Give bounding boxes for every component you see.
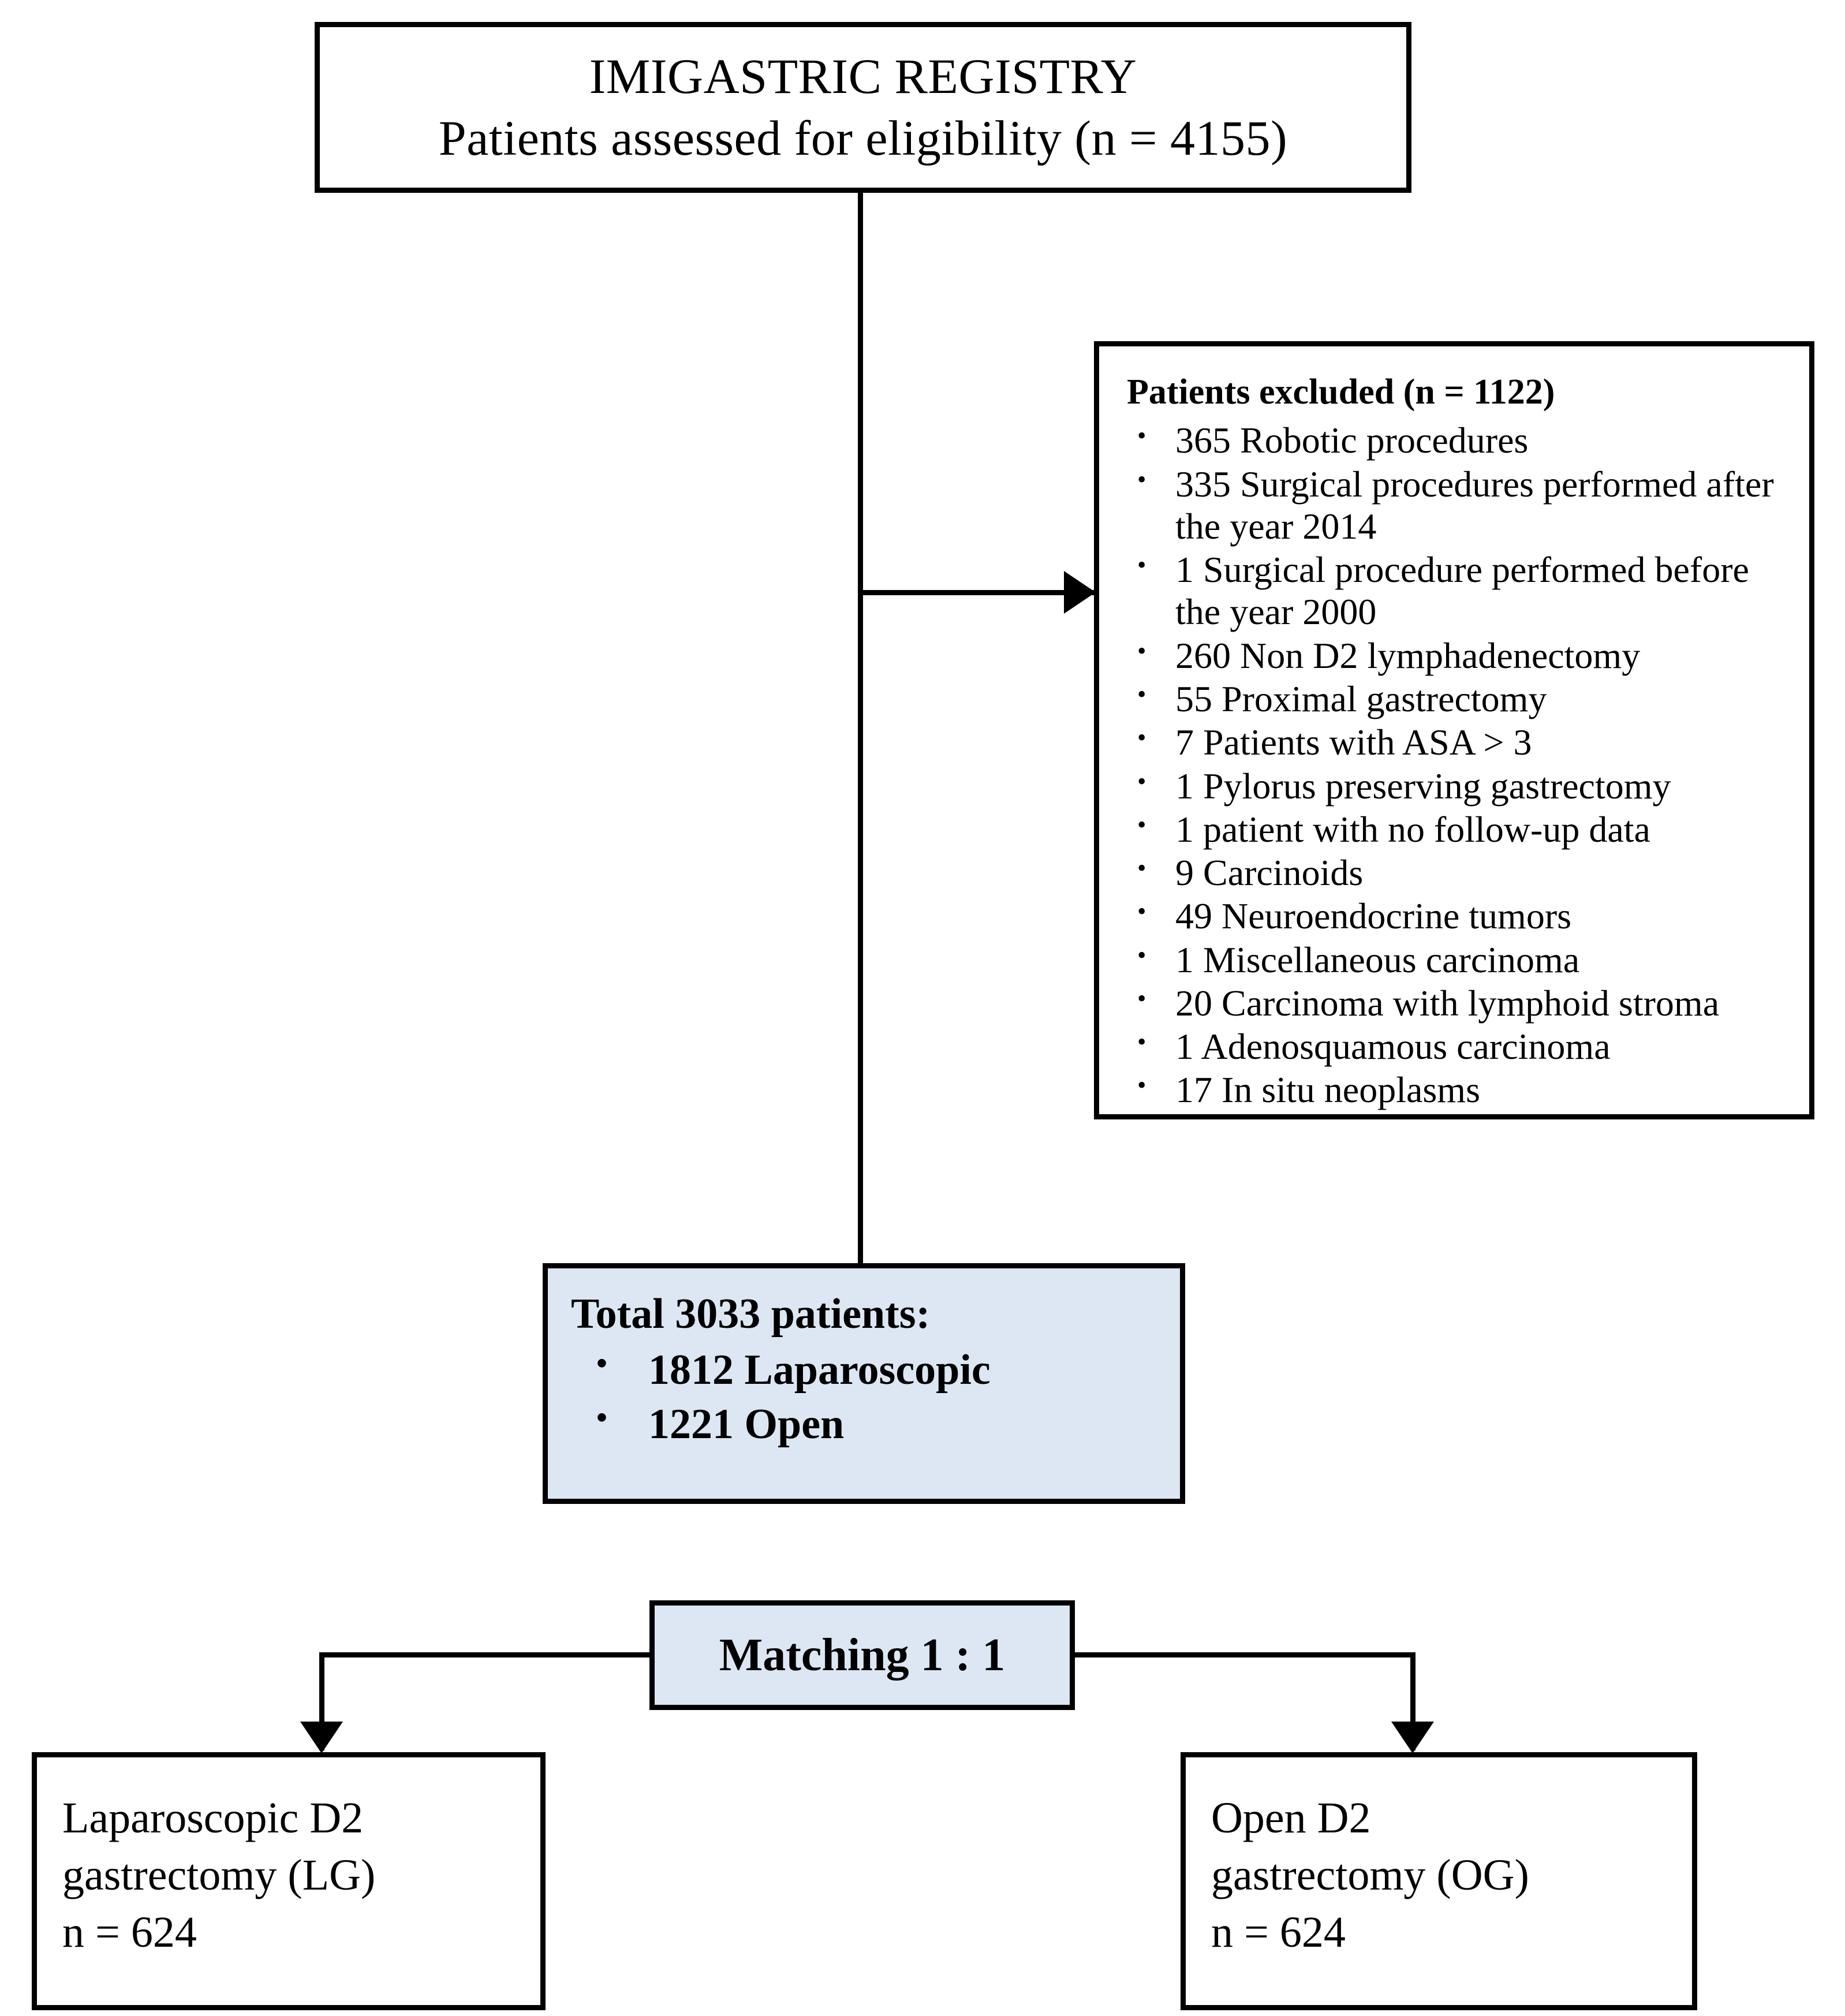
exclusion-list: 365 Robotic procedures 335 Surgical proc…	[1127, 417, 1792, 1111]
og-line-1: Open D2	[1211, 1794, 1371, 1842]
list-item: 260 Non D2 lymphadenectomy	[1127, 632, 1792, 677]
list-item: 1 Miscellaneous carcinoma	[1127, 936, 1792, 981]
laparoscopic-outcome-box: Laparoscopic D2 gastrectomy (LG) n = 624	[32, 1752, 546, 2010]
list-item: 17 In situ neoplasms	[1127, 1066, 1792, 1111]
left-branch-arrowhead-icon	[300, 1722, 343, 1753]
left-branch-horizontal-line	[319, 1652, 651, 1657]
list-item: 335 Surgical procedures performed after …	[1127, 461, 1792, 548]
matching-label: Matching 1 : 1	[719, 1629, 1006, 1681]
right-branch-arrowhead-icon	[1391, 1722, 1434, 1753]
list-item: 365 Robotic procedures	[1127, 417, 1792, 461]
total-list: 1812 Laparoscopic 1221 Open	[571, 1340, 1180, 1451]
lg-line-1: Laparoscopic D2	[62, 1794, 364, 1842]
list-item: 1221 Open	[571, 1394, 1180, 1451]
lg-line-3: n = 624	[62, 1907, 197, 1957]
list-item: 1812 Laparoscopic	[571, 1340, 1180, 1397]
right-branch-horizontal-line	[1073, 1652, 1416, 1657]
exclusion-arrowhead-icon	[1064, 571, 1096, 614]
exclusion-box: Patients excluded (n = 1122) 365 Robotic…	[1094, 341, 1814, 1119]
list-item: 1 patient with no follow-up data	[1127, 806, 1792, 850]
registry-title: IMIGASTRIC REGISTRY	[589, 48, 1137, 104]
exclusion-branch-line	[858, 590, 1097, 595]
list-item: 1 Surgical procedure performed before th…	[1127, 546, 1792, 633]
list-item: 7 Patients with ASA > 3	[1127, 719, 1792, 763]
list-item: 1 Pylorus preserving gastrectomy	[1127, 763, 1792, 807]
registry-subtitle: Patients assessed for eligibility (n = 4…	[438, 110, 1288, 166]
exclusion-title: Patients excluded (n = 1122)	[1127, 372, 1555, 412]
list-item: 49 Neuroendocrine tumors	[1127, 893, 1792, 937]
left-branch-vertical-line	[319, 1652, 324, 1750]
registry-box: IMIGASTRIC REGISTRY Patients assessed fo…	[315, 22, 1411, 193]
lg-line-2: gastrectomy (LG)	[62, 1850, 376, 1899]
list-item: 20 Carcinoma with lymphoid stroma	[1127, 980, 1792, 1024]
total-title: Total 3033 patients:	[571, 1290, 931, 1338]
list-item: 9 Carcinoids	[1127, 849, 1792, 894]
list-item: 55 Proximal gastrectomy	[1127, 675, 1792, 720]
trunk-vertical-line	[858, 193, 863, 1264]
og-line-3: n = 624	[1211, 1907, 1346, 1957]
og-line-2: gastrectomy (OG)	[1211, 1850, 1529, 1899]
open-outcome-box: Open D2 gastrectomy (OG) n = 624	[1181, 1752, 1697, 2010]
total-patients-box: Total 3033 patients: 1812 Laparoscopic 1…	[543, 1263, 1185, 1504]
list-item: 1 Adenosquamous carcinoma	[1127, 1023, 1792, 1067]
matching-box: Matching 1 : 1	[649, 1600, 1075, 1710]
right-branch-vertical-line	[1410, 1652, 1416, 1750]
